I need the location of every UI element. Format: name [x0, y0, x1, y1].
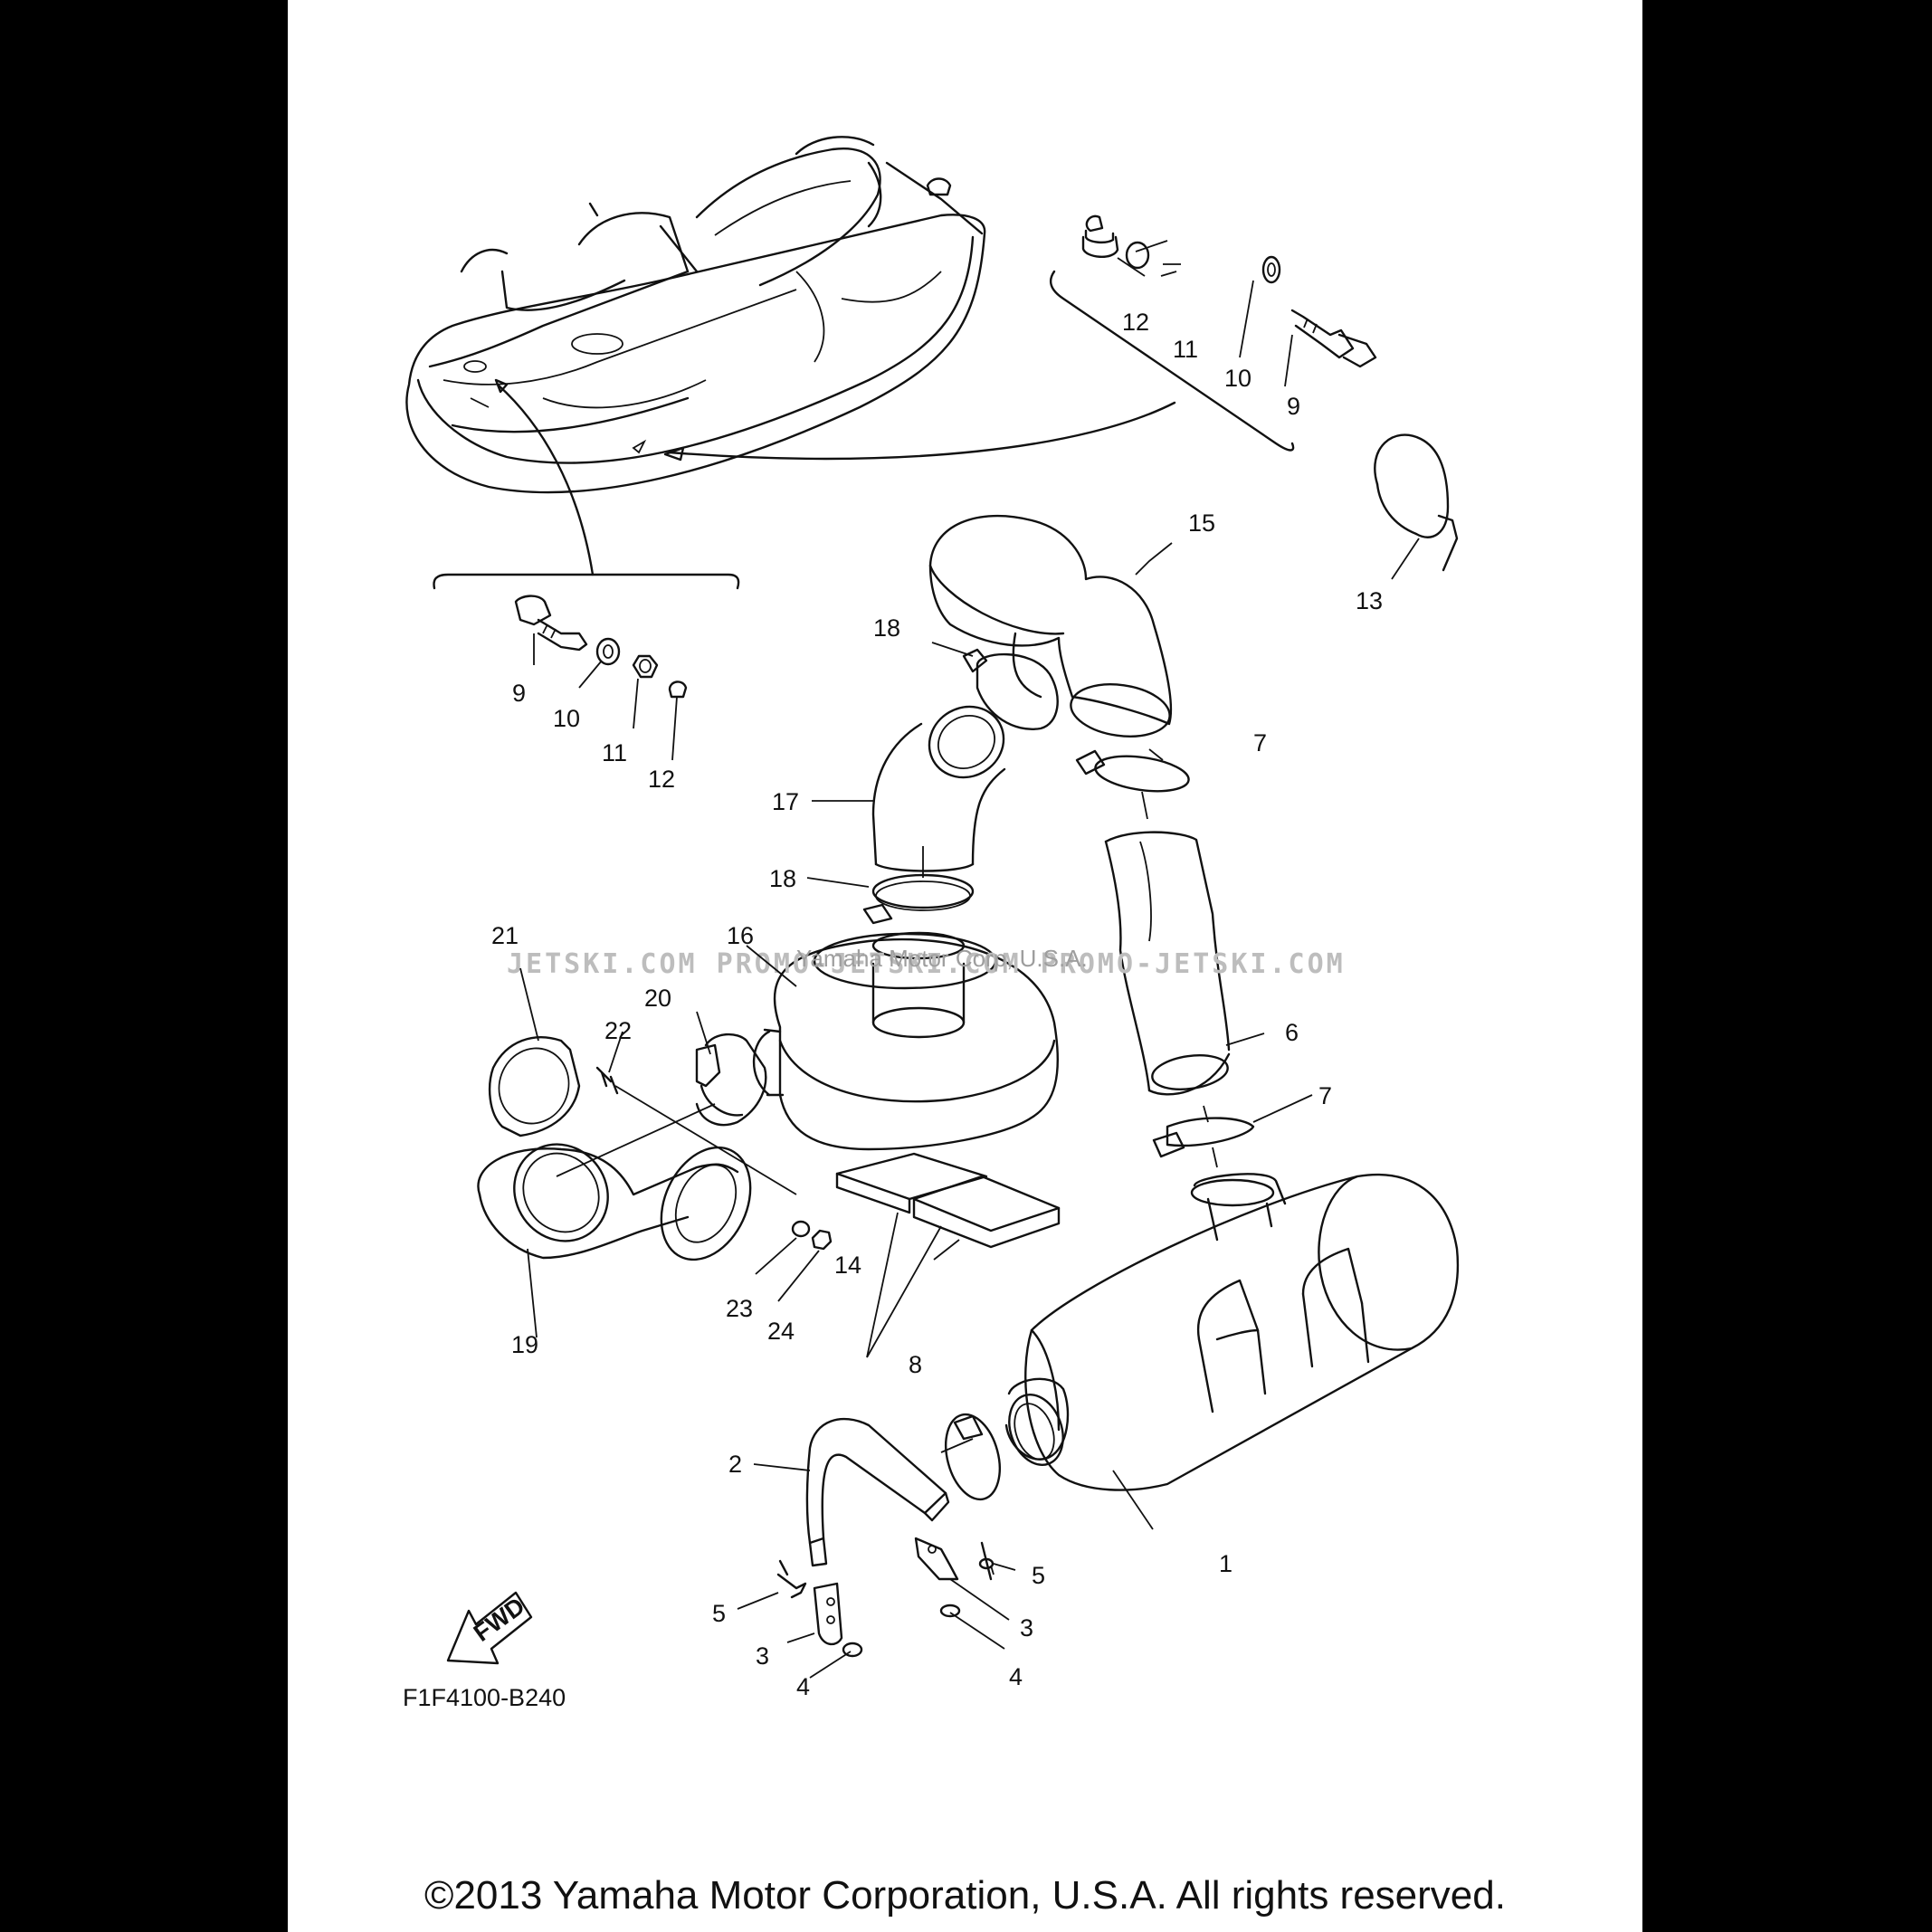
watercraft-illustration: [405, 136, 986, 494]
callout-15: 15: [1188, 509, 1215, 537]
watermark: JETSKI.COM PROMO-JETSKI.COM PROMO-JETSKI…: [507, 945, 1346, 980]
washer-nut-23-24: [791, 1220, 833, 1251]
hose-6: [1104, 831, 1231, 1096]
drain-plug-set-left: [514, 595, 688, 699]
exhaust-outlet-19: [477, 1036, 797, 1261]
band-strap-2: [805, 1417, 950, 1567]
callout-18b: 18: [769, 865, 796, 892]
callout-3a: 3: [756, 1642, 769, 1670]
water-lock-16: [752, 931, 1060, 1151]
hose-17: [871, 705, 1006, 872]
gaskets-14: [835, 1152, 1061, 1249]
callout-4b: 4: [1009, 1663, 1023, 1690]
callout-21: 21: [491, 922, 519, 949]
clamp-18-upper: [962, 648, 1059, 730]
diagram-page: [288, 0, 1642, 1932]
callout-20: 20: [644, 985, 671, 1012]
callout-7b: 7: [1318, 1082, 1332, 1109]
callout-10a: 10: [1224, 365, 1252, 392]
brackets-3-5-4: [776, 1537, 995, 1658]
callout-9b: 9: [512, 680, 526, 707]
callout-18a: 18: [873, 614, 900, 642]
callout-9a: 9: [1287, 393, 1300, 420]
callout-5b: 5: [1032, 1562, 1045, 1589]
hose-clamp-13: [1374, 433, 1459, 572]
callout-2: 2: [728, 1451, 742, 1478]
clamp-7-lower: [1152, 1105, 1255, 1168]
callout-10b: 10: [553, 705, 580, 732]
callout-12b: 12: [648, 766, 675, 793]
callout-13: 13: [1356, 587, 1383, 614]
callout-3b: 3: [1020, 1614, 1033, 1642]
clamp-7-upper: [1075, 749, 1190, 820]
callout-16: 16: [727, 922, 754, 949]
fwd-arrow-icon: FWD: [446, 1591, 533, 1665]
callout-labels: 1 2 3 3 4 4 5 5 6 7 7 8 9 9 10 10 11 11 …: [491, 309, 1383, 1700]
clamp-18-lower: [862, 846, 975, 925]
callout-14: 14: [834, 1252, 861, 1279]
callout-24: 24: [767, 1318, 795, 1345]
callout-7a: 7: [1253, 729, 1267, 757]
callout-19: 19: [511, 1331, 538, 1358]
clamp-20-hose: [695, 1033, 767, 1127]
clamp-8: [945, 1413, 1001, 1501]
callout-17: 17: [772, 788, 799, 815]
muffler-1: [1004, 1173, 1460, 1491]
callout-4a: 4: [796, 1673, 810, 1700]
callout-23: 23: [726, 1295, 753, 1322]
callout-22: 22: [604, 1017, 632, 1044]
callout-8: 8: [909, 1351, 922, 1378]
drain-plug-set-right: [926, 177, 1377, 368]
callout-6: 6: [1285, 1019, 1299, 1046]
hose-15: [928, 514, 1173, 738]
svg-text:Yamaha Motor Corp, U.S.A.: Yamaha Motor Corp, U.S.A.: [796, 945, 1088, 972]
callout-5a: 5: [712, 1600, 726, 1627]
callout-leaders: [519, 240, 1420, 1679]
svg-text:JETSKI.COM PROMO-JETSKI.COM: JETSKI.COM PROMO-JETSKI.COM PROMO-JETSKI…: [507, 948, 1346, 980]
callout-11b: 11: [602, 739, 627, 766]
drawing-code: F1F4100-B240: [403, 1684, 566, 1711]
callout-11a: 11: [1173, 336, 1198, 363]
bracket-leaders: [433, 270, 1295, 590]
callout-12a: 12: [1122, 309, 1149, 336]
copyright-notice: ©2013 Yamaha Motor Corporation, U.S.A. A…: [424, 1873, 1506, 1918]
callout-1: 1: [1219, 1550, 1232, 1577]
